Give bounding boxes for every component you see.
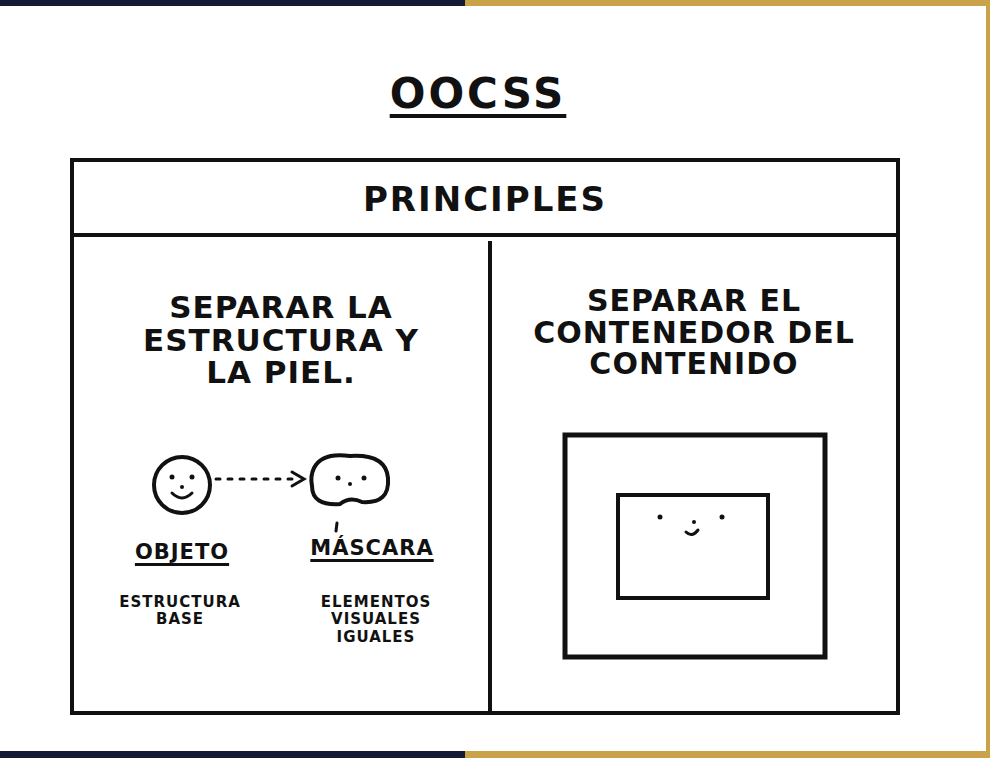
top-bar-dark (0, 0, 465, 6)
part-note: ELEMENTOS VISUALES IGUALES (314, 594, 438, 646)
mask-blob (311, 455, 388, 531)
part-note: ESTRUCTURA BASE (110, 594, 250, 629)
bottom-bar-dark (0, 751, 465, 758)
mask-dots (336, 476, 367, 487)
dotted-arrow (216, 472, 304, 486)
principle-panel: SEPARAR EL CONTENEDOR DEL CONTENIDO (492, 241, 896, 711)
side-bar-gold (986, 0, 990, 758)
principles-frame: PRINCIPLES SEPARAR LA ESTRUCTURA Y LA PIE… (70, 158, 900, 715)
header-band-text: PRINCIPLES (74, 162, 896, 237)
content-face (658, 515, 725, 525)
principle-panel: SEPARAR LA ESTRUCTURA Y LA PIEL. (74, 241, 492, 711)
object-face (154, 457, 210, 513)
principle-text: SEPARAR EL CONTENEDOR DEL CONTENIDO (519, 285, 869, 380)
part-name: MÁSCARA (292, 536, 452, 560)
part-name: OBJETO (107, 540, 257, 564)
principle-text: SEPARAR LA ESTRUCTURA Y LA PIEL. (131, 291, 431, 389)
diagram-title: OOCSS (378, 70, 578, 118)
bottom-bar-gold (465, 751, 990, 758)
face-eyes (170, 475, 195, 490)
top-bar-gold (465, 0, 990, 6)
container-box (565, 435, 825, 657)
